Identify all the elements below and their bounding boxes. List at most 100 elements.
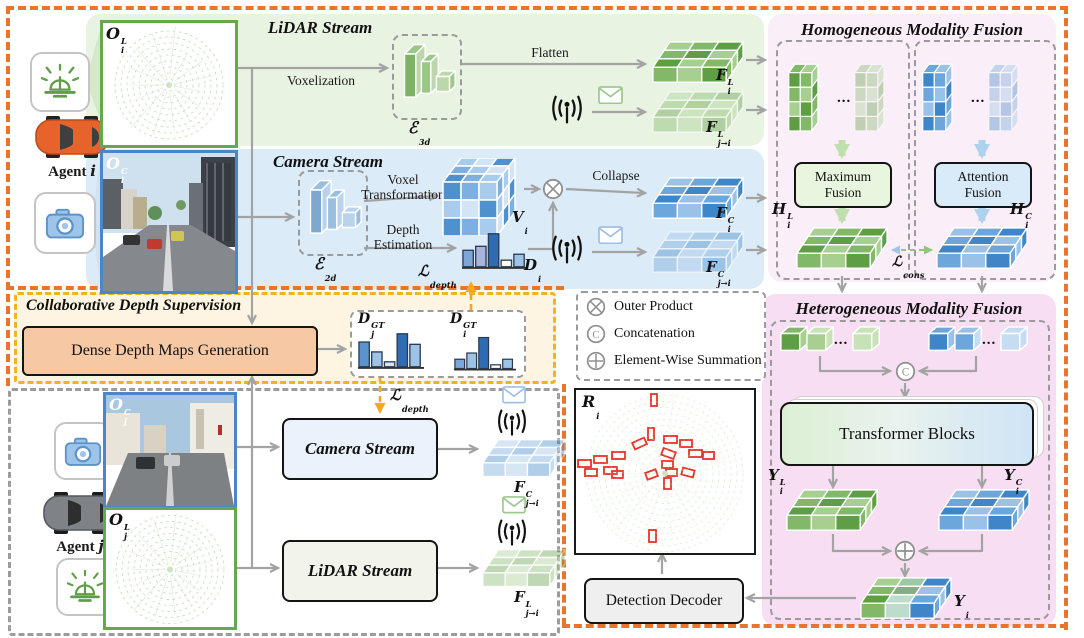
lidar-feature-stack-faded	[854, 52, 900, 132]
camera-scene-i	[103, 153, 235, 291]
depth-loss-arrows	[374, 281, 477, 414]
voxelization-label: Voxelization	[287, 73, 355, 88]
lidar-observation-i	[100, 20, 238, 148]
legend-sum: Element-Wise Summation	[586, 351, 762, 371]
camera-feature-stack	[922, 52, 968, 132]
camera-scene-j	[106, 395, 234, 506]
flatten-label: Flatten	[531, 45, 569, 60]
feature-FjiL	[652, 90, 744, 133]
concatenation-icon: C	[586, 324, 606, 344]
voxel-volume-Vi	[442, 157, 522, 237]
elementwise-sum-icon	[586, 351, 606, 371]
broadcast-icon-camera	[550, 234, 584, 269]
detection-result-Ri	[574, 388, 756, 555]
camera-feature-stack-faded	[988, 52, 1034, 132]
camera-icon-box-i	[34, 192, 96, 254]
legend-box	[576, 291, 766, 381]
fused-HiC	[936, 226, 1028, 269]
encoder-3d-icon	[397, 39, 457, 108]
voxel-transformation-label: Voxel Transformation	[361, 172, 445, 203]
token-cube	[806, 326, 836, 352]
ellipsis: ...	[971, 90, 986, 106]
camera-beam-i	[92, 158, 100, 284]
lidar-scan-image	[106, 510, 234, 625]
broadcast-icon-lidar-j	[496, 518, 528, 551]
lidar-feature-stack	[788, 52, 834, 132]
message-icon-lidar-j	[502, 496, 526, 519]
siren-icon	[67, 569, 103, 602]
concatenation-icon: C	[895, 361, 916, 387]
attention-fusion-box: Attention Fusion	[934, 162, 1032, 208]
token-cube	[780, 326, 810, 352]
encoder-2d-box	[298, 170, 368, 256]
token-cube	[1000, 326, 1030, 352]
agent-j-label: Agent j	[56, 537, 104, 555]
agent-i-border-left	[6, 6, 10, 386]
message-icon-camera	[598, 226, 623, 249]
lidar-scan-image	[103, 23, 235, 143]
token-cube	[954, 326, 984, 352]
lidar-scan-image	[576, 390, 754, 553]
agent-i-border-top	[6, 6, 1068, 10]
outer-product-icon	[542, 178, 564, 205]
siren-icon	[41, 63, 79, 98]
svg-text:C: C	[902, 366, 910, 378]
gt-depth-hist-j	[358, 330, 424, 370]
output-YiL	[786, 488, 878, 531]
lidar-stream-j-box: LiDAR Stream	[282, 540, 438, 602]
feature-FiC	[652, 176, 744, 219]
encoder-2d-icon	[303, 175, 363, 244]
agent-i-border-right	[1064, 6, 1068, 630]
camera-stream-j-box: Camera Stream	[282, 418, 438, 480]
siren-icon-box-i	[30, 52, 90, 112]
gt-depth-hist-i	[454, 334, 516, 371]
camera-observation-j	[103, 392, 237, 509]
agent-i-border-mid	[6, 286, 564, 290]
depth-distribution-Di	[462, 230, 528, 270]
camera-observation-i	[100, 150, 238, 294]
broadcast-icon-lidar	[550, 94, 584, 129]
agent-i-label: Agent i	[48, 162, 96, 180]
feature-FjiL-j	[482, 548, 566, 588]
token-cube	[852, 326, 882, 352]
outer-product-icon	[586, 297, 606, 317]
broadcast-icon-camera-j	[496, 408, 528, 441]
ellipsis: ...	[982, 332, 997, 348]
elementwise-sum-icon	[894, 540, 916, 567]
fusion-arrows	[834, 140, 990, 224]
message-icon-camera-j	[502, 386, 526, 409]
heterogeneous-group	[770, 320, 1050, 620]
token-cube	[928, 326, 958, 352]
collapse-label: Collapse	[592, 168, 640, 183]
ellipsis: ...	[837, 90, 852, 106]
transformer-blocks-box: Transformer Blocks	[780, 402, 1034, 466]
fused-HiL	[796, 226, 888, 269]
agent-i-border-bottom	[562, 624, 1068, 628]
output-YiC	[938, 488, 1030, 531]
dense-depth-box: Dense Depth Maps Generation	[22, 326, 318, 376]
car-icon-i	[34, 114, 110, 165]
